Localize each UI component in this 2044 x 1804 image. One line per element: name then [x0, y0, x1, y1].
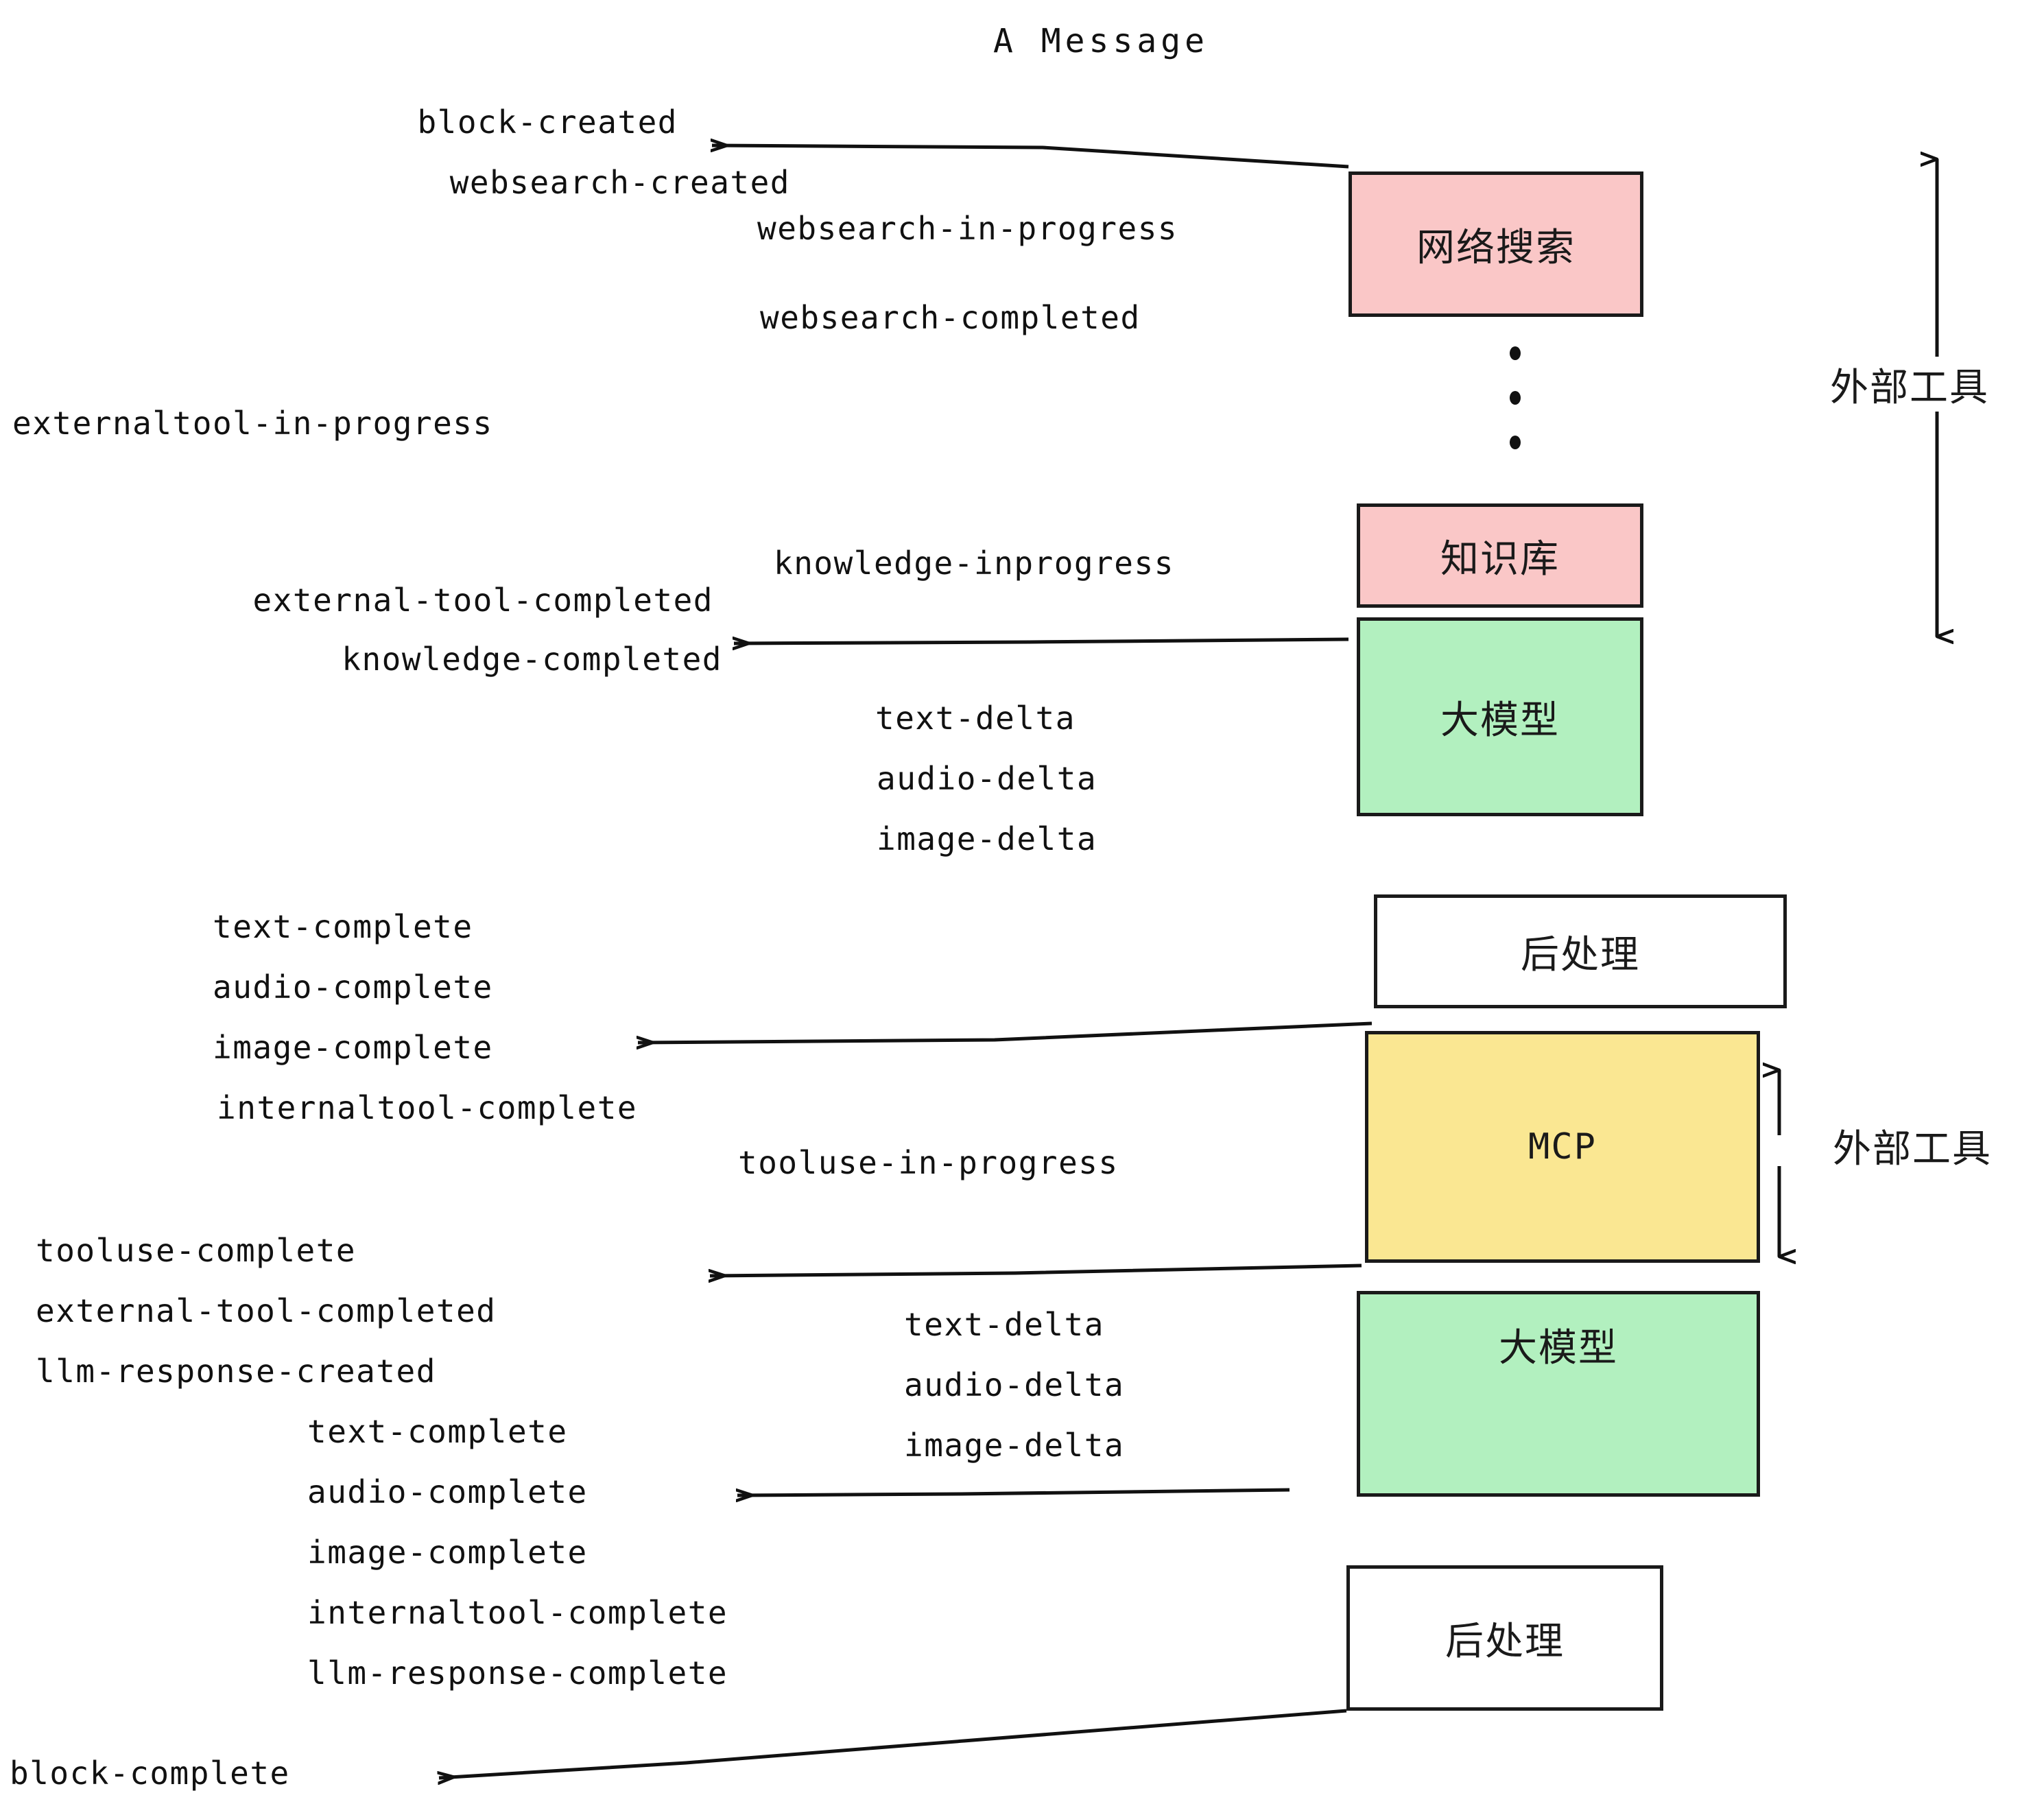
event-knowledge-inprogress: knowledge-inprogress [774, 545, 1174, 582]
node-mcp[interactable]: MCP [1365, 1031, 1760, 1263]
event-audio-complete-1: audio-complete [213, 969, 493, 1006]
event-image-delta-1: image-delta [877, 820, 1097, 857]
event-text-delta-1: text-delta [875, 700, 1076, 737]
event-audio-delta-1: audio-delta [877, 760, 1097, 797]
ellipsis-dot [1510, 346, 1521, 360]
event-audio-complete-2: audio-complete [307, 1473, 588, 1510]
arrow-websearch-to-created [712, 145, 1349, 169]
event-block-created: block-created [417, 104, 678, 141]
arrow-knowledge-to-completed [734, 639, 1349, 643]
arrow-postprocess-to-image-complete [638, 1021, 1372, 1043]
event-image-complete-2: image-complete [307, 1534, 588, 1571]
node-postprocess-top-label: 后处理 [1521, 932, 1640, 977]
arrow-postprocess-to-block-complete [439, 1709, 1347, 1778]
event-tooluse-complete: tooluse-complete [36, 1232, 357, 1269]
node-llm-bottom[interactable]: 大模型 [1357, 1291, 1760, 1497]
node-websearch[interactable]: 网络搜索 [1348, 171, 1643, 317]
external-tool-label-top: 外部工具 [1830, 366, 1989, 410]
node-postprocess-bottom[interactable]: 后处理 [1346, 1565, 1663, 1711]
event-image-complete-1: image-complete [213, 1029, 493, 1066]
event-text-complete-2: text-complete [307, 1413, 568, 1450]
ellipsis-dot [1510, 436, 1521, 449]
event-knowledge-completed: knowledge-completed [342, 641, 722, 678]
event-text-complete-1: text-complete [213, 908, 473, 945]
event-websearch-in-progress: websearch-in-progress [757, 210, 1178, 247]
node-mcp-label: MCP [1528, 1126, 1597, 1167]
event-websearch-created: websearch-created [449, 164, 790, 201]
event-llm-response-complete: llm-response-complete [307, 1654, 728, 1692]
event-audio-delta-2: audio-delta [904, 1366, 1125, 1403]
event-externaltool-in-progress: externaltool-in-progress [12, 405, 493, 442]
node-llm-bottom-label: 大模型 [1499, 1325, 1618, 1370]
node-llm-top-label: 大模型 [1440, 698, 1560, 743]
node-knowledge[interactable]: 知识库 [1357, 503, 1643, 608]
node-postprocess-bottom-label: 后处理 [1445, 1619, 1565, 1664]
node-websearch-label: 网络搜索 [1416, 225, 1576, 270]
event-external-tool-completed-1: external-tool-completed [252, 582, 713, 619]
arrow-mcp-to-tooluse-complete [710, 1263, 1362, 1276]
page-title: A Message [993, 22, 1209, 60]
node-postprocess-top[interactable]: 后处理 [1374, 894, 1787, 1008]
event-text-delta-2: text-delta [904, 1306, 1104, 1343]
event-internaltool-complete-2: internaltool-complete [307, 1594, 728, 1631]
event-internaltool-complete-1: internaltool-complete [217, 1089, 638, 1126]
event-llm-response-created: llm-response-created [36, 1353, 436, 1390]
event-websearch-completed: websearch-completed [760, 299, 1141, 336]
node-knowledge-label: 知识库 [1440, 536, 1560, 582]
event-image-delta-2: image-delta [904, 1427, 1125, 1464]
event-tooluse-in-progress: tooluse-in-progress [738, 1144, 1119, 1181]
external-tool-label-bottom: 外部工具 [1833, 1127, 1992, 1172]
event-block-complete: block-complete [10, 1755, 290, 1792]
arrow-llm-to-audio-complete [737, 1488, 1290, 1495]
vertical-ellipsis [1509, 346, 1521, 449]
node-llm-top[interactable]: 大模型 [1357, 617, 1643, 816]
ellipsis-dot [1510, 391, 1521, 405]
event-external-tool-completed-2: external-tool-completed [36, 1292, 497, 1329]
